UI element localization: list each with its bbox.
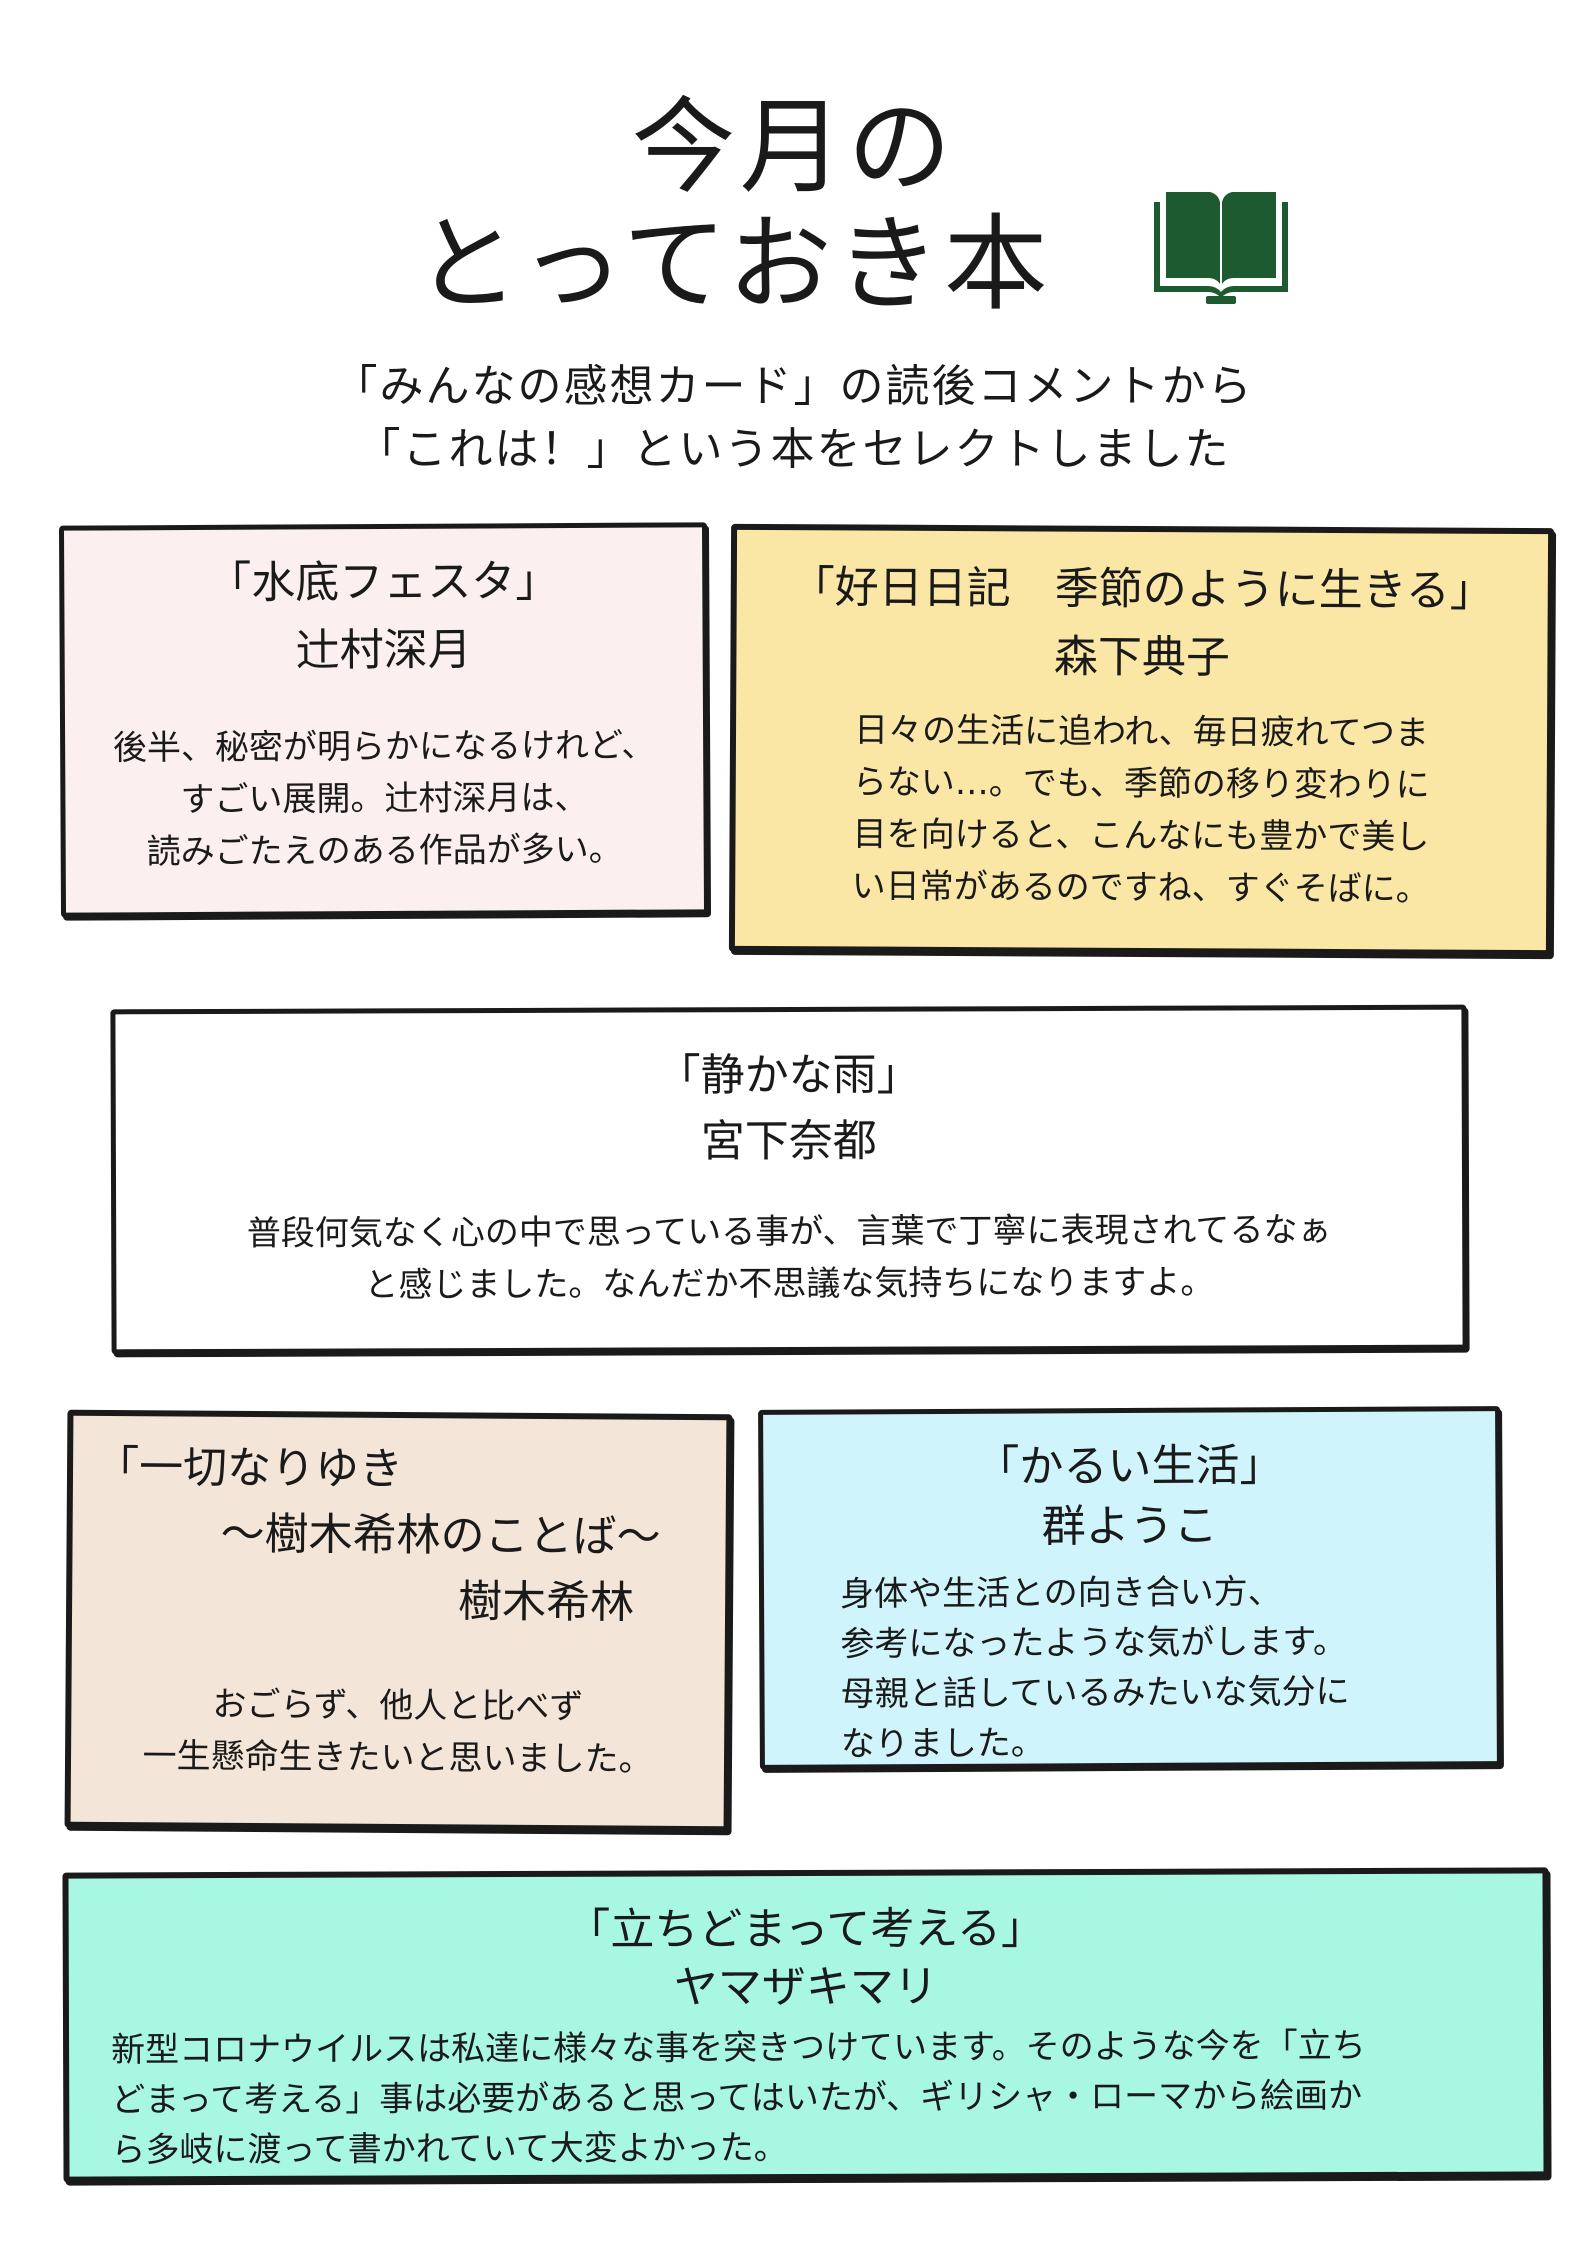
book-author: 宮下奈都 — [700, 1115, 877, 1168]
title-line-2: とっておき本 — [415, 203, 1052, 325]
book-card-3: 「静かな雨」 宮下奈都 普段何気なく心の中で思っている事が、言葉で丁寧に表現され… — [110, 1004, 1468, 1355]
book-author: 樹木希林 — [457, 1576, 635, 1629]
comment-line: 身体や生活との向き合い方、 — [839, 1572, 1282, 1615]
subtitle-line-1: 「みんなの感想カード」の読後コメントから — [333, 361, 1254, 412]
comment-line: すごい展開。辻村深月は、 — [180, 777, 589, 821]
open-book-icon — [1154, 192, 1288, 304]
title-line-1: 今月の — [631, 86, 956, 208]
book-title: 「かるい生活」 — [975, 1440, 1284, 1493]
book-title-line-2: ～樹木希林のことば～ — [220, 1508, 661, 1563]
comment-line: どまって考える」事は必要があると思ってはいたが、ギリシャ・ローマから絵画か — [111, 2076, 1363, 2121]
comment-line: らない…。でも、季節の移り変わりに — [852, 762, 1430, 806]
book-author: ヤマザキマリ — [673, 1961, 938, 2014]
book-card-1: 「水底フェスタ」 辻村深月 後半、秘密が明らかになるけれど、 すごい展開。辻村深… — [58, 522, 710, 918]
comment-line: 後半、秘密が明らかになるけれど、 — [112, 725, 656, 769]
book-card-5: 「かるい生活」 群ようこ 身体や生活との向き合い方、 参考になったような気がしま… — [758, 1406, 1502, 1770]
book-author: 群ようこ — [1041, 1500, 1218, 1553]
comment-line: 新型コロナウイルスは私達に様々な事を突きつけています。そのような今を「立ち — [111, 2026, 1366, 2071]
comment-line: 読みごたえのある作品が多い。 — [146, 829, 623, 873]
comment-line: なりました。 — [840, 1723, 1045, 1765]
comment-line: い日常があるのですね、すぐそばに。 — [851, 866, 1430, 910]
comment-line: 母親と話しているみたいな気分に — [840, 1671, 1350, 1715]
comment-line: 参考になったような気がします。 — [840, 1621, 1347, 1665]
comment-line: と感じました。なんだか不思議な気持ちになりますよ。 — [364, 1262, 1215, 1306]
comment-line: ら多岐に渡って書かれていて大変よかった。 — [111, 2128, 788, 2171]
book-title-line-1: 「一切なりゆき — [94, 1441, 404, 1496]
comment-line: おごらず、他人と比べず — [212, 1684, 584, 1728]
comment-line: 目を向けると、こんなにも豊かで美し — [852, 814, 1430, 858]
book-title: 「水底フェスタ」 — [207, 556, 560, 609]
comment-line: 日々の生活に追われ、毎日疲れてつま — [853, 710, 1430, 754]
subtitle-line-2: 「これは！」という本をセレクトしました — [356, 424, 1231, 475]
book-card-4: 「一切なりゆき ～樹木希林のことば～ 樹木希林 おごらず、他人と比べず 一生懸命… — [64, 1409, 733, 1833]
book-card-6: 「立ちどまって考える」 ヤマザキマリ 新型コロナウイルスは私達に様々な事を突きつ… — [62, 1867, 1550, 2183]
book-author: 森下典子 — [1053, 631, 1231, 684]
comment-line: 一生懸命生きたいと思いました。 — [142, 1736, 653, 1780]
book-author: 辻村深月 — [295, 624, 472, 677]
book-title: 「好日日記 季節のように生きる」 — [790, 562, 1494, 617]
comment-line: 普段何気なく心の中で思っている事が、言葉で丁寧に表現されてるなぁ — [246, 1210, 1332, 1254]
book-title: 「静かな雨」 — [656, 1049, 921, 1102]
book-card-2: 「好日日記 季節のように生きる」 森下典子 日々の生活に追われ、毎日疲れてつま … — [728, 523, 1555, 957]
